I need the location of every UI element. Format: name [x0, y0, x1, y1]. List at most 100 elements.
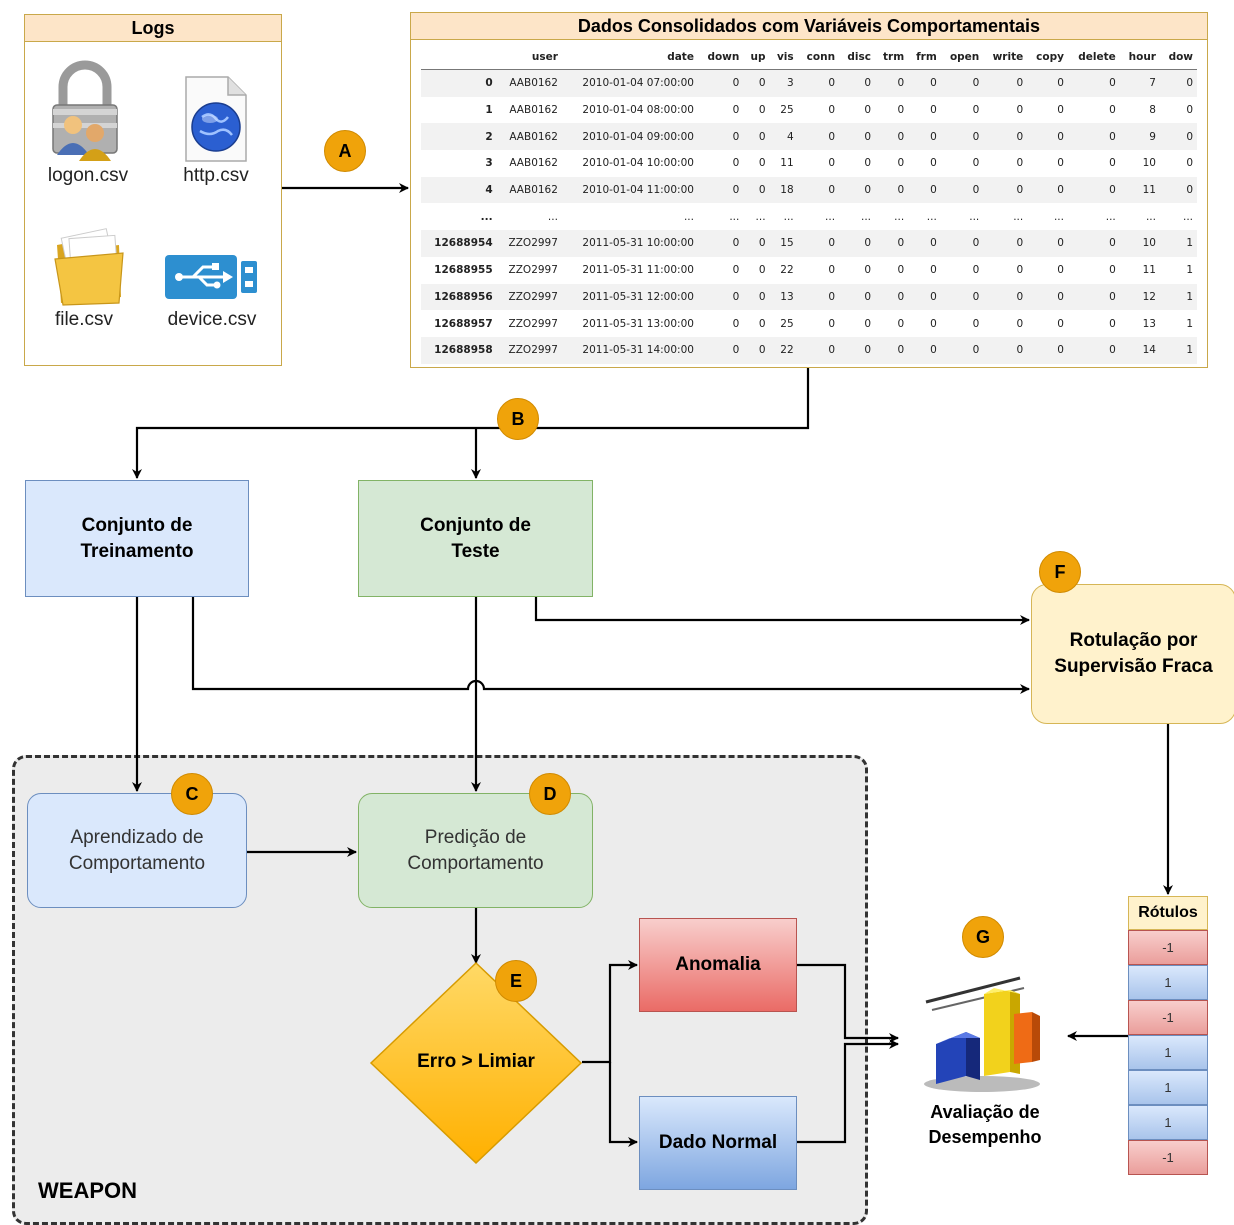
normal-data-label: Dado Normal: [658, 1132, 778, 1153]
table-cell: 0: [1067, 123, 1120, 151]
dados-title: Dados Consolidados com Variáveis Comport…: [411, 13, 1207, 40]
table-cell: 0: [828, 104, 836, 117]
table-cell: 0: [1016, 157, 1024, 170]
table-cell: 0: [1057, 264, 1064, 277]
table-cell: 0: [839, 69, 875, 97]
edge-decisao-to-anomalia: [582, 960, 638, 1064]
table-column-header: date: [561, 45, 698, 70]
table-cell: 0: [758, 264, 766, 277]
table-cell: 18: [769, 176, 798, 204]
table-row-index: 2: [421, 123, 497, 151]
edge-teste-to-rotulacao: [534, 597, 1030, 625]
file-label-device: device.csv: [167, 309, 257, 330]
table-cell: 0: [983, 69, 1028, 97]
table-cell: 13: [769, 283, 798, 311]
table-row-index: 3: [485, 157, 493, 170]
table-cell: 0: [897, 157, 905, 170]
table-cell: ...: [683, 210, 694, 223]
edge-normal-to-avaliacao: [797, 1039, 899, 1144]
weak-supervision-label: Rotulação por Supervisão Fraca: [1054, 630, 1213, 677]
table-cell: 4: [769, 123, 798, 151]
step-badge-e: E: [495, 960, 537, 1002]
label-cell: -1: [1128, 930, 1208, 965]
step-badge-g: G: [962, 916, 1004, 958]
table-column-header: disc: [839, 45, 875, 70]
table-cell: 14: [1119, 336, 1160, 364]
table-row-index: 12688956: [421, 283, 497, 311]
table-cell: 2010-01-04 08:00:00: [582, 104, 694, 117]
table-cell: 0: [732, 264, 740, 277]
table-cell: ...: [783, 210, 794, 223]
table-cell: 10: [1142, 157, 1156, 170]
table-cell: AAB0162: [509, 157, 558, 170]
table-cell: 22: [769, 336, 798, 364]
table-cell: 0: [828, 157, 836, 170]
table-cell: 0: [940, 69, 984, 97]
table-cell: 0: [797, 336, 840, 364]
table-cell: 1: [1186, 264, 1193, 277]
table-cell: 0: [875, 123, 909, 151]
table-cell: ZZO2997: [508, 264, 558, 277]
table-column-header: [421, 45, 497, 70]
table-cell: 0: [908, 230, 941, 257]
table-cell: 0: [875, 336, 909, 364]
edge-treino-to-rotulacao: [191, 597, 1030, 694]
decision-text-wrap: Erro > Limiar: [389, 1045, 563, 1079]
table-cell: ...: [1053, 210, 1064, 223]
table-cell: ...: [1145, 210, 1156, 223]
table-cell: 0: [1016, 264, 1024, 277]
table-cell: 2011-05-31 14:00:00: [561, 336, 698, 364]
table-cell: ZZO2997: [496, 230, 562, 257]
table-cell: 0: [697, 123, 744, 151]
logs-panel: Logs logon.csv http.csv file.csv: [24, 14, 282, 366]
table-cell: 1: [1159, 230, 1197, 257]
table-cell: 15: [769, 230, 798, 257]
table-cell: 25: [780, 104, 794, 117]
table-column-header: write: [983, 45, 1028, 70]
file-label-http: http.csv: [183, 165, 249, 186]
table-cell: 9: [1119, 123, 1160, 151]
table-cell: 0: [1186, 157, 1193, 170]
table-cell: AAB0162: [496, 176, 562, 204]
table-cell: ...: [1105, 210, 1116, 223]
file-label-file: file.csv: [54, 309, 114, 330]
label-cell: 1: [1128, 1035, 1208, 1070]
table-cell: 0: [864, 317, 871, 330]
table-cell: 0: [864, 157, 871, 170]
table-column-header: hour: [1119, 45, 1160, 70]
table-cell: 0: [758, 157, 766, 170]
table-cell: 0: [743, 123, 770, 151]
table-cell: 0: [940, 336, 984, 364]
table-column-header: copy: [1027, 45, 1068, 70]
decision-label: Erro > Limiar: [417, 1051, 535, 1072]
table-cell: 0: [864, 264, 871, 277]
table-cell: ZZO2997: [496, 283, 562, 311]
table-cell: 0: [828, 317, 836, 330]
table-cell: 0: [875, 69, 909, 97]
table-cell: 0: [930, 264, 937, 277]
table-cell: 11: [1119, 176, 1160, 204]
table-cell: 0: [1159, 123, 1197, 151]
label-cell: 1: [1128, 1070, 1208, 1105]
table-row-index: 12688954: [421, 230, 497, 257]
table-cell: 2011-05-31 13:00:00: [582, 317, 694, 330]
table-cell: 13: [1142, 317, 1156, 330]
table-cell: 2010-01-04 11:00:00: [561, 176, 698, 204]
table-cell: ...: [860, 210, 871, 223]
table-cell: ...: [825, 210, 836, 223]
table-cell: 0: [758, 317, 766, 330]
table-cell: 0: [940, 230, 984, 257]
table-cell: 0: [697, 283, 744, 311]
table-cell: 0: [697, 230, 744, 257]
table-cell: 0: [758, 104, 766, 117]
table-cell: AAB0162: [496, 123, 562, 151]
table-column-header: down: [697, 45, 744, 70]
table-row-index: 12688955: [434, 264, 493, 277]
table-cell: 0: [1109, 157, 1116, 170]
evaluation-label: Avaliação de Desempenho: [918, 1100, 1052, 1152]
